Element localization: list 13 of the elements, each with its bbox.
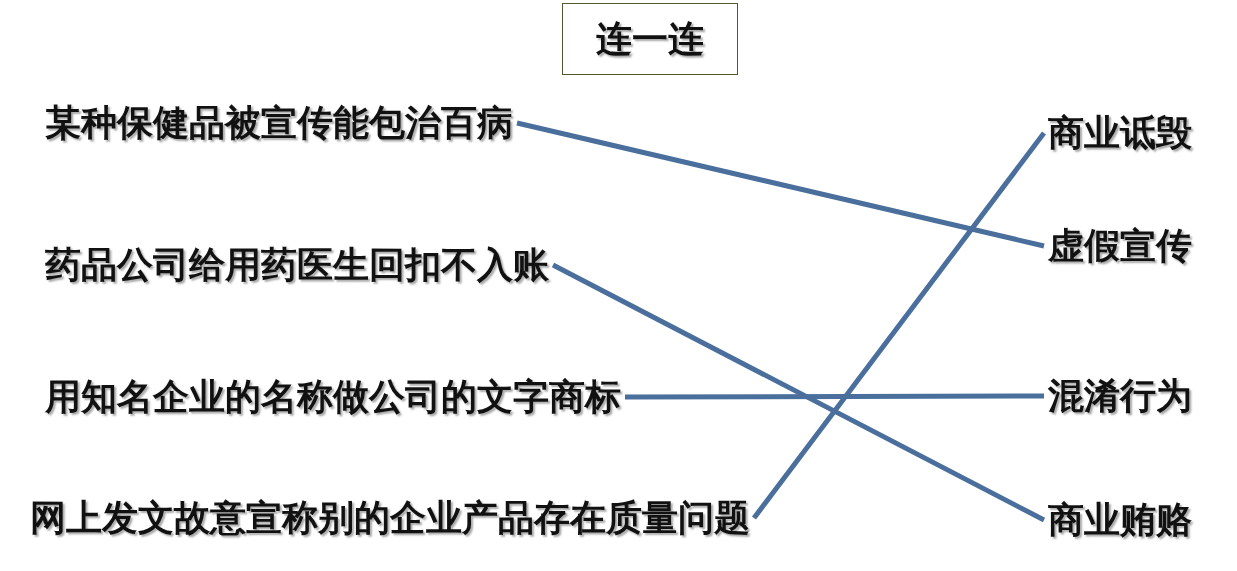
answer-text: 商业诋毁 (1048, 111, 1192, 155)
answer-text: 商业贿赂 (1048, 498, 1192, 542)
matching-line (551, 262, 1046, 523)
answer-text: 混淆行为 (1048, 374, 1192, 418)
statement-text: 某种保健品被宣传能包治百病 (45, 101, 513, 145)
title-box: 连一连 (562, 3, 738, 75)
matching-line (752, 131, 1046, 520)
answer-text: 虚假宣传 (1048, 224, 1192, 268)
statement-text: 用知名企业的名称做公司的文字商标 (45, 375, 621, 419)
statement-text: 药品公司给用药医生回扣不入账 (45, 243, 549, 287)
matching-line (516, 120, 1045, 249)
statement-text: 网上发文故意宣称别的企业产品存在质量问题 (30, 496, 750, 540)
matching-line (625, 393, 1044, 400)
